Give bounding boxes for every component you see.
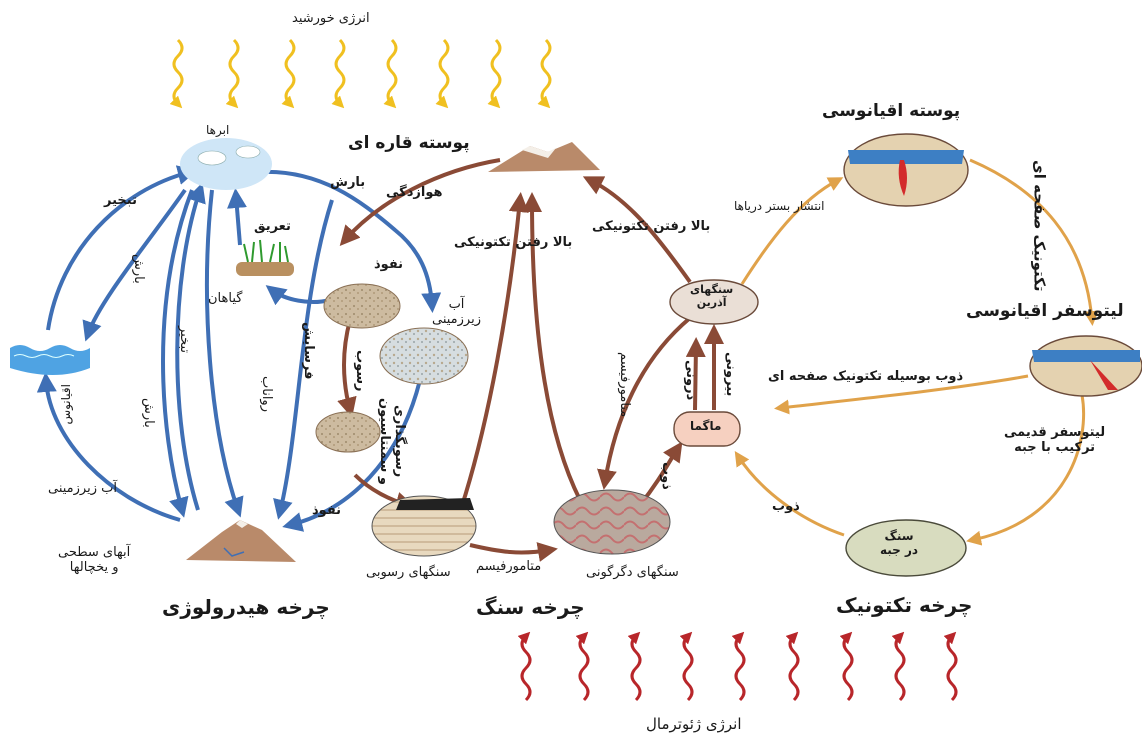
- tectonic-uplift-label-1: بالا رفتن تکتونیکی: [454, 236, 572, 251]
- melting-label-rock: ذوب: [658, 462, 673, 490]
- groundwater-center-label: آب زیرزمینی: [432, 298, 481, 328]
- geothermal-wave: [844, 636, 852, 700]
- geothermal-wave: [580, 636, 588, 700]
- solar-wave: [230, 40, 238, 104]
- compaction-label: رسوبگذاری و سمنتاسیون: [376, 398, 406, 485]
- precip-left-label: بارش: [130, 254, 145, 284]
- evaporation-mid-label: تبخیر: [176, 326, 191, 353]
- geothermal-wave: [684, 636, 692, 700]
- melting-by-tectonics-label: ذوب بوسیله تکتونیک صفحه ای: [768, 370, 963, 385]
- hydrologic-cycle-title: چرخه هیدرولوژی: [162, 596, 330, 619]
- sedimentation-label: رسوب: [352, 350, 367, 391]
- tectonic-cycle-title: چرخه تکتونیک: [836, 594, 972, 617]
- solar-wave: [388, 40, 396, 104]
- oceanic-lithosphere-label: لیتوسفر اقیانوسی: [966, 302, 1124, 322]
- solar-wave: [286, 40, 294, 104]
- soil-blob: [324, 284, 400, 328]
- clouds: [180, 138, 272, 190]
- infiltration-bottom-label: نفوذ: [312, 504, 341, 519]
- geothermal-wave: [948, 636, 956, 700]
- groundwater-left-label: آب زیرزمینی: [48, 482, 117, 497]
- solar-wave: [542, 40, 550, 104]
- geothermal-wave: [790, 636, 798, 700]
- metamorphic-rocks-blob: [554, 490, 670, 554]
- hydrologic-cycle-arrows: [46, 172, 432, 525]
- rock-cycle-title: چرخه سنگ: [476, 596, 585, 619]
- arrow-transpiration: [236, 196, 240, 245]
- geothermal-wave: [896, 636, 904, 700]
- oceanic-crust-label: پوسته اقیانوسی: [822, 102, 960, 122]
- continental-crust-label: پوسته قاره ای: [348, 134, 470, 154]
- metamorphic-rocks-label: سنگهای دگرگونی: [586, 566, 679, 581]
- hydro-mountain: [186, 520, 296, 562]
- oceanic-lithosphere-blob: [1030, 336, 1142, 396]
- clouds-label: ابرها: [206, 124, 229, 138]
- solar-energy-label: انرژی خورشید: [292, 12, 370, 27]
- intrusive-label: درونی: [682, 360, 697, 400]
- precip-top-label: بارش: [330, 176, 365, 191]
- extrusive-label: بیرونی: [722, 352, 737, 396]
- surface-waters-label: آبهای سطحی و یخچالها: [58, 546, 130, 576]
- runoff-label: رواناب: [258, 376, 273, 412]
- plate-tectonics-label: تکتونیک صفحه ای: [1030, 160, 1047, 292]
- arrow-metamorphism-bottom: [470, 545, 550, 552]
- geothermal-wave: [522, 636, 530, 700]
- solar-wave: [174, 40, 182, 104]
- geothermal-wave: [736, 636, 744, 700]
- geothermal-wave: [632, 636, 640, 700]
- seafloor-spreading-label: انتشار بستر دریاها: [734, 200, 825, 214]
- evaporation-top-label: تبخیر: [104, 194, 137, 209]
- sediment-blob: [316, 412, 380, 452]
- arrow-to-plants: [272, 290, 330, 302]
- rock-in-mantle-label: سنگ در جبه: [880, 530, 918, 558]
- continental-crust-mountain: [488, 142, 600, 172]
- geothermal-energy-waves: [522, 636, 956, 700]
- arrow-erosion: [344, 320, 350, 410]
- magma-label: ماگما: [690, 420, 721, 434]
- arrow-melting-mantle: [738, 456, 844, 535]
- plants-label: گیاهان: [208, 292, 242, 307]
- solar-wave: [440, 40, 448, 104]
- solar-wave: [336, 40, 344, 104]
- coal-layer: [396, 498, 474, 510]
- transpiration-label: تعریق: [254, 220, 291, 235]
- metamorphism-side-label: متامورفیسم: [616, 352, 631, 417]
- igneous-rocks-label: سنگهای آذرین: [690, 284, 733, 309]
- groundwater-sediment-blob: [380, 328, 468, 384]
- arrow-old-lithosphere: [972, 395, 1084, 540]
- infiltration-top-label: نفوذ: [374, 258, 403, 273]
- ocean-label: اقیانوس: [60, 384, 74, 425]
- arrow-precip-land-2: [207, 190, 238, 510]
- arrow-seafloor-spreading: [742, 180, 838, 284]
- geothermal-energy-label: انرژی ژئوترمال: [646, 716, 742, 733]
- solar-energy-waves: [174, 40, 550, 104]
- melting-label-tectonic: ذوب: [772, 500, 800, 515]
- erosion-label: فرسایش: [300, 322, 315, 380]
- tectonic-uplift-label-2: بالا رفتن تکتونیکی: [592, 220, 710, 235]
- weathering-label: هوازدگی: [386, 186, 443, 201]
- ocean: [10, 345, 90, 375]
- metamorphism-bottom-label: متامورفیسم: [476, 560, 541, 575]
- sedimentary-rocks-label: سنگهای رسوبی: [366, 566, 451, 581]
- precip-mid-label: بارش: [140, 398, 155, 428]
- solar-wave: [492, 40, 500, 104]
- plants: [236, 240, 294, 276]
- old-lithosphere-label: لیتوسفر قدیمی ترکیب با جبه: [1004, 426, 1105, 456]
